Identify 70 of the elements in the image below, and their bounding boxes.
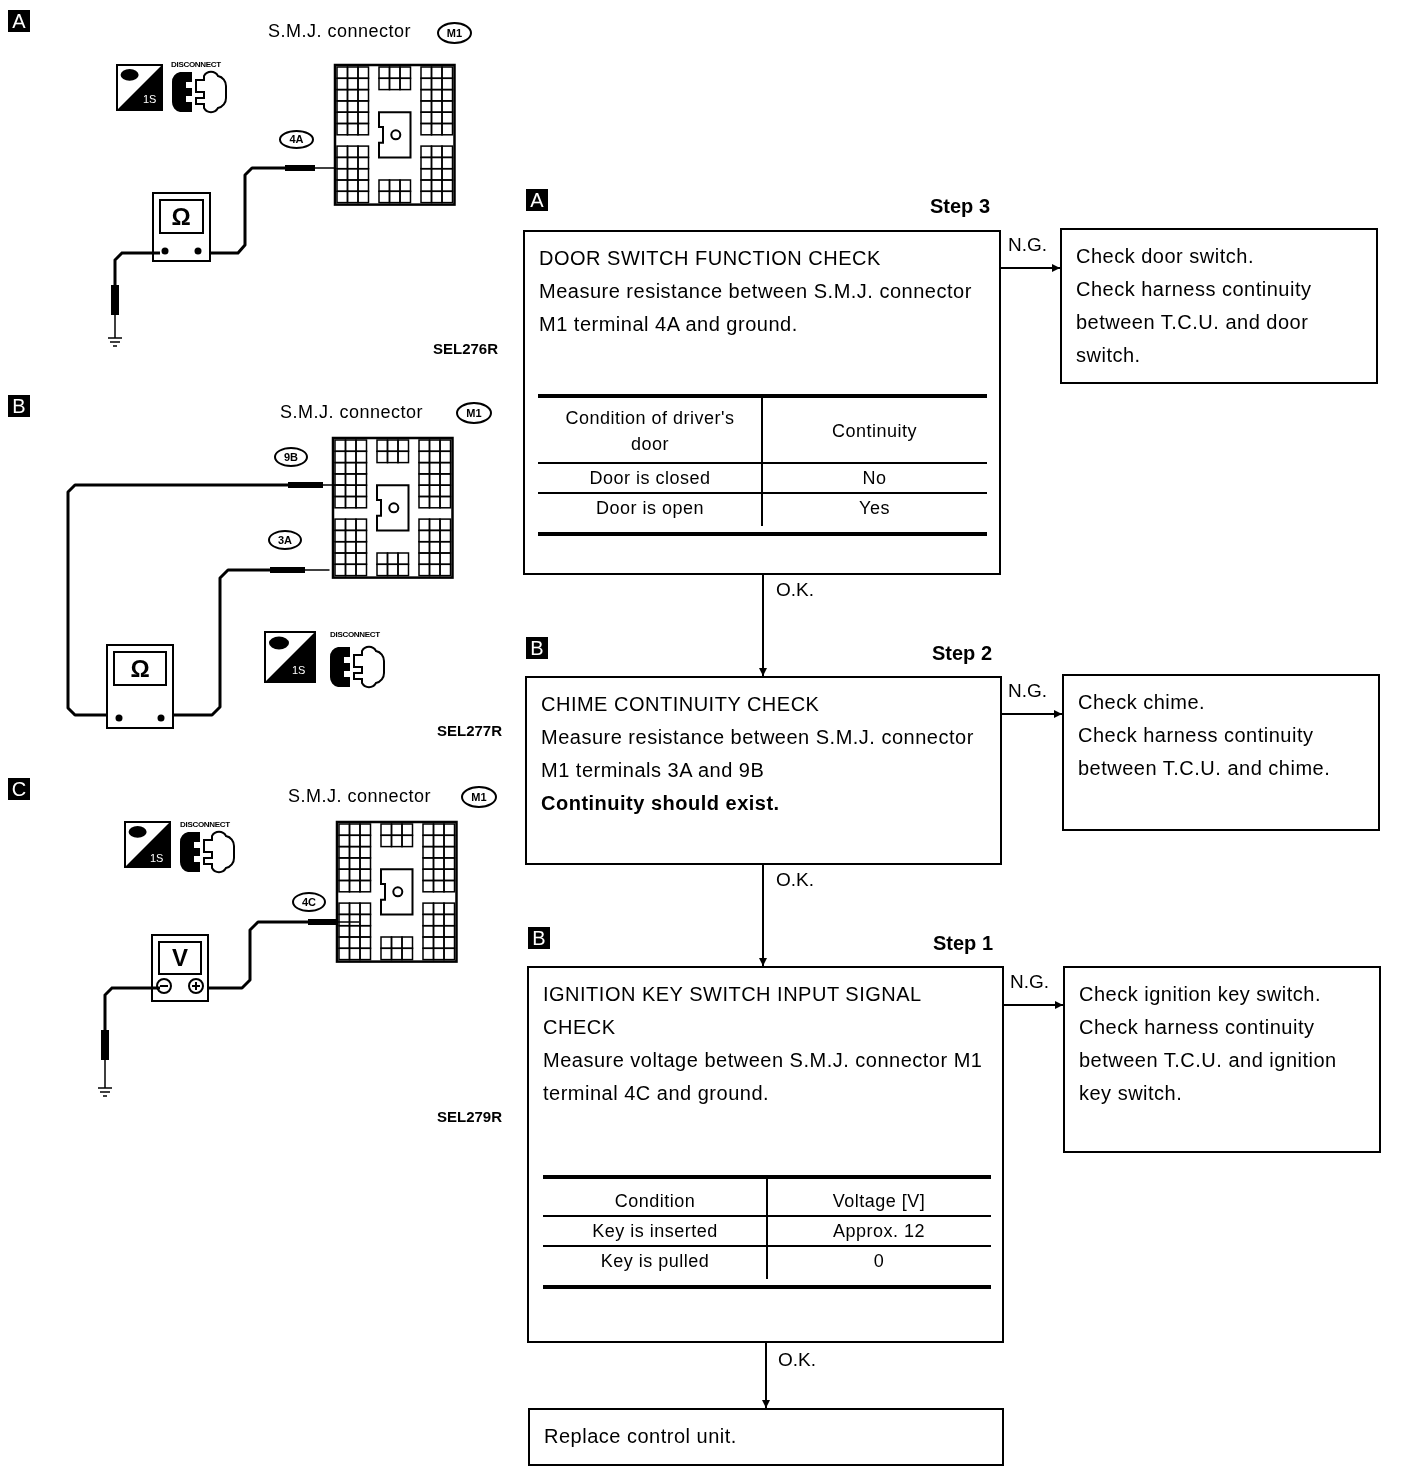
step-text: Measure resistance between S.M.J. connector M1 terminals 3A and 9B [541, 725, 975, 783]
step-text: Check harness continuity between T.C.U. and ignition key switch. [1079, 1015, 1338, 1106]
panel-letter: C [8, 778, 30, 800]
figure-code: SEL277R [437, 722, 503, 739]
step-text: Continuity should exist. [541, 791, 780, 816]
step-number: Step 1 [933, 932, 994, 955]
icon-caption: DISCONNECT [180, 820, 230, 829]
step-text: Check ignition key switch. [1079, 982, 1321, 1007]
icon-caption: 1S [143, 93, 157, 105]
panel-letter: B [8, 395, 30, 417]
table-cell-text: Door is closed [588, 467, 712, 490]
connector-caption: S.M.J. connector [268, 21, 412, 42]
table-cell-text: Approx. 12 [831, 1220, 927, 1243]
meter-symbol: Ω [170, 202, 192, 232]
icon-caption: 1S [150, 852, 164, 864]
panel-letter: B [528, 927, 550, 949]
table-cell-text: Voltage [V] [831, 1190, 927, 1213]
process-box [523, 230, 1001, 575]
panel-letter: B [526, 637, 548, 659]
step-text: Measure resistance between S.M.J. connector M1 terminal 4A and ground. [539, 279, 973, 337]
table-cell-text: Condition of driver's door [564, 406, 736, 456]
process-box [527, 966, 1004, 1343]
step-heading: DOOR SWITCH FUNCTION CHECK [539, 246, 881, 271]
terminal-label: 9B [274, 447, 308, 467]
arrow [1000, 264, 1061, 272]
connector-caption: S.M.J. connector [288, 786, 432, 807]
connector-caption: S.M.J. connector [280, 402, 424, 423]
arrow [1001, 710, 1063, 718]
step-text: Check harness continuity between T.C.U. and chime. [1078, 723, 1332, 781]
step-text: Replace control unit. [544, 1424, 737, 1449]
terminal-label: 4C [292, 892, 326, 912]
arrow [759, 864, 767, 967]
panel-letter: A [526, 189, 548, 211]
arrow [1003, 1001, 1064, 1009]
step-text: Measure voltage between S.M.J. connector M1 terminal 4C and ground. [543, 1048, 984, 1106]
terminal-label: M1 [461, 786, 497, 808]
process-box [525, 676, 1002, 865]
panel-letter: A [8, 10, 30, 32]
arrow [759, 574, 767, 677]
process-box [1060, 228, 1378, 384]
icon-caption: 1S [292, 664, 306, 676]
step-heading: CHIME CONTINUITY CHECK [541, 692, 820, 717]
table-cell-text: Key is inserted [591, 1220, 719, 1243]
table-cell-text: Condition [613, 1190, 697, 1213]
icon-caption: DISCONNECT [330, 630, 380, 639]
process-box [1062, 674, 1380, 831]
terminal-label: 3A [268, 530, 302, 550]
step-heading: IGNITION KEY SWITCH INPUT SIGNAL CHECK [543, 982, 922, 1040]
step-number: Step 2 [932, 642, 993, 665]
process-box [1063, 966, 1381, 1153]
table-cell-text: No [861, 467, 888, 490]
figure-code: SEL279R [437, 1108, 503, 1125]
table-cell-text: 0 [872, 1250, 886, 1273]
step-number: Step 3 [930, 195, 991, 218]
table-cell-text: Key is pulled [599, 1250, 711, 1273]
step-text: Check door switch. [1076, 244, 1254, 269]
figure-code: SEL276R [433, 340, 499, 357]
step-text: Check harness continuity between T.C.U. and door switch. [1076, 277, 1313, 368]
process-box [528, 1408, 1004, 1466]
terminal-label: 4A [279, 130, 314, 149]
icon-caption: DISCONNECT [171, 60, 221, 69]
terminal-label: M1 [456, 402, 492, 424]
step-text: Check chime. [1078, 690, 1206, 715]
meter-symbol: Ω [129, 654, 151, 684]
table-cell-text: Continuity [830, 419, 918, 443]
table-cell-text: Door is open [594, 497, 706, 520]
meter-symbol: V [171, 943, 189, 973]
arrow [762, 1342, 770, 1409]
table-cell-text: Yes [858, 497, 891, 520]
terminal-label: M1 [437, 22, 472, 44]
